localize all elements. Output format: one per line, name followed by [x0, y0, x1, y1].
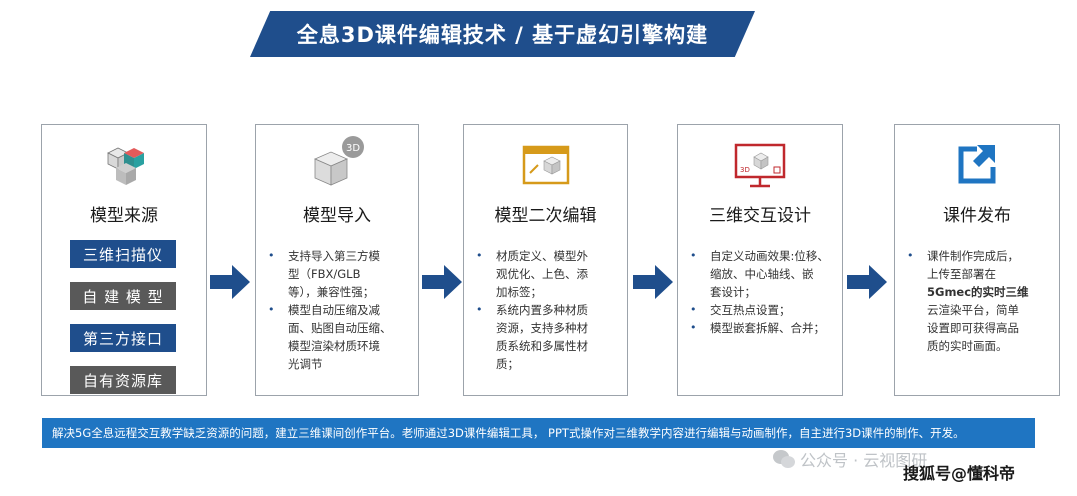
summary-text: 解决5G全息远程交互教学缺乏资源的问题，建立三维课间创作平台。老师通过3D课件编…: [52, 426, 965, 440]
list-item: 支持导入第三方模 型（FBX/GLB 等），兼容性强；: [262, 247, 410, 301]
card-interaction-design: 3D 三维交互设计 自定义动画效果:位移、 缩放、中心轴线、嵌 套设计； 交互热…: [677, 124, 843, 396]
arrow-right-icon: [422, 265, 462, 299]
card-title: 课件发布: [943, 206, 1011, 226]
list-item: 模型自动压缩及减 面、贴图自动压缩、 模型渲染材质环境 光调节: [262, 301, 410, 373]
list-item: 自定义动画效果:位移、 缩放、中心轴线、嵌 套设计；: [684, 247, 834, 301]
card-model-import: 3D 模型导入 支持导入第三方模 型（FBX/GLB 等），兼容性强； 模型自动…: [255, 124, 419, 396]
card-model-edit: 模型二次编辑 材质定义、模型外 观优化、上色、添 加标签； 系统内置多种材质 资…: [463, 124, 628, 396]
3d-badge: 3D: [346, 143, 360, 154]
wechat-watermark: 公众号 · 云视图研: [800, 451, 928, 470]
card-title: 模型二次编辑: [494, 206, 597, 226]
title-banner: 全息3D课件编辑技术 / 基于虚幻引擎构建: [250, 11, 755, 57]
source-third-party: 第三方接口: [70, 324, 176, 352]
interactive-screen-icon: 3D: [730, 135, 790, 195]
wechat-icon: [773, 450, 795, 468]
arrow-right-icon: [633, 265, 673, 299]
page-title: 全息3D课件编辑技术 / 基于虚幻引擎构建: [296, 23, 709, 47]
bullet-list: 自定义动画效果:位移、 缩放、中心轴线、嵌 套设计； 交互热点设置； 模型嵌套拆…: [684, 247, 834, 337]
3d-label: 3D: [740, 166, 750, 174]
card-model-source: 模型来源 三维扫描仪 自 建 模 型 第三方接口 自有资源库: [41, 124, 207, 396]
source-scanner: 三维扫描仪: [70, 240, 176, 268]
summary-bar: 解决5G全息远程交互教学缺乏资源的问题，建立三维课间创作平台。老师通过3D课件编…: [42, 418, 1035, 448]
list-item: 交互热点设置；: [684, 301, 834, 319]
bullet-list: 支持导入第三方模 型（FBX/GLB 等），兼容性强； 模型自动压缩及减 面、贴…: [262, 247, 410, 373]
sohu-watermark: 搜狐号@懂科帝: [903, 464, 1016, 483]
source-self-built: 自 建 模 型: [70, 282, 176, 310]
card-title: 模型导入: [303, 206, 371, 226]
bullet-list: 材质定义、模型外 观优化、上色、添 加标签； 系统内置多种材质 资源，支持多种材…: [470, 247, 619, 373]
arrow-right-icon: [210, 265, 250, 299]
card-courseware-publish: 课件发布 课件制作完成后， 上传至部署在 5Gmec的实时三维 云渲染平台，简单…: [894, 124, 1060, 396]
list-item: 课件制作完成后， 上传至部署在 5Gmec的实时三维 云渲染平台，简单 设置即可…: [901, 247, 1051, 355]
list-item: 材质定义、模型外 观优化、上色、添 加标签；: [470, 247, 619, 301]
cubes-icon: [94, 135, 154, 195]
3d-cube-icon: 3D: [307, 135, 367, 195]
edit-window-icon: [516, 135, 576, 195]
list-item: 系统内置多种材质 资源，支持多种材 质系统和多属性材 质；: [470, 301, 619, 373]
card-title: 三维交互设计: [709, 206, 811, 226]
bullet-list: 课件制作完成后， 上传至部署在 5Gmec的实时三维 云渲染平台，简单 设置即可…: [901, 247, 1051, 355]
card-title: 模型来源: [90, 206, 158, 226]
arrow-right-icon: [847, 265, 887, 299]
source-own-library: 自有资源库: [70, 366, 176, 394]
list-item: 模型嵌套拆解、合并；: [684, 319, 834, 337]
publish-icon: [947, 135, 1007, 195]
